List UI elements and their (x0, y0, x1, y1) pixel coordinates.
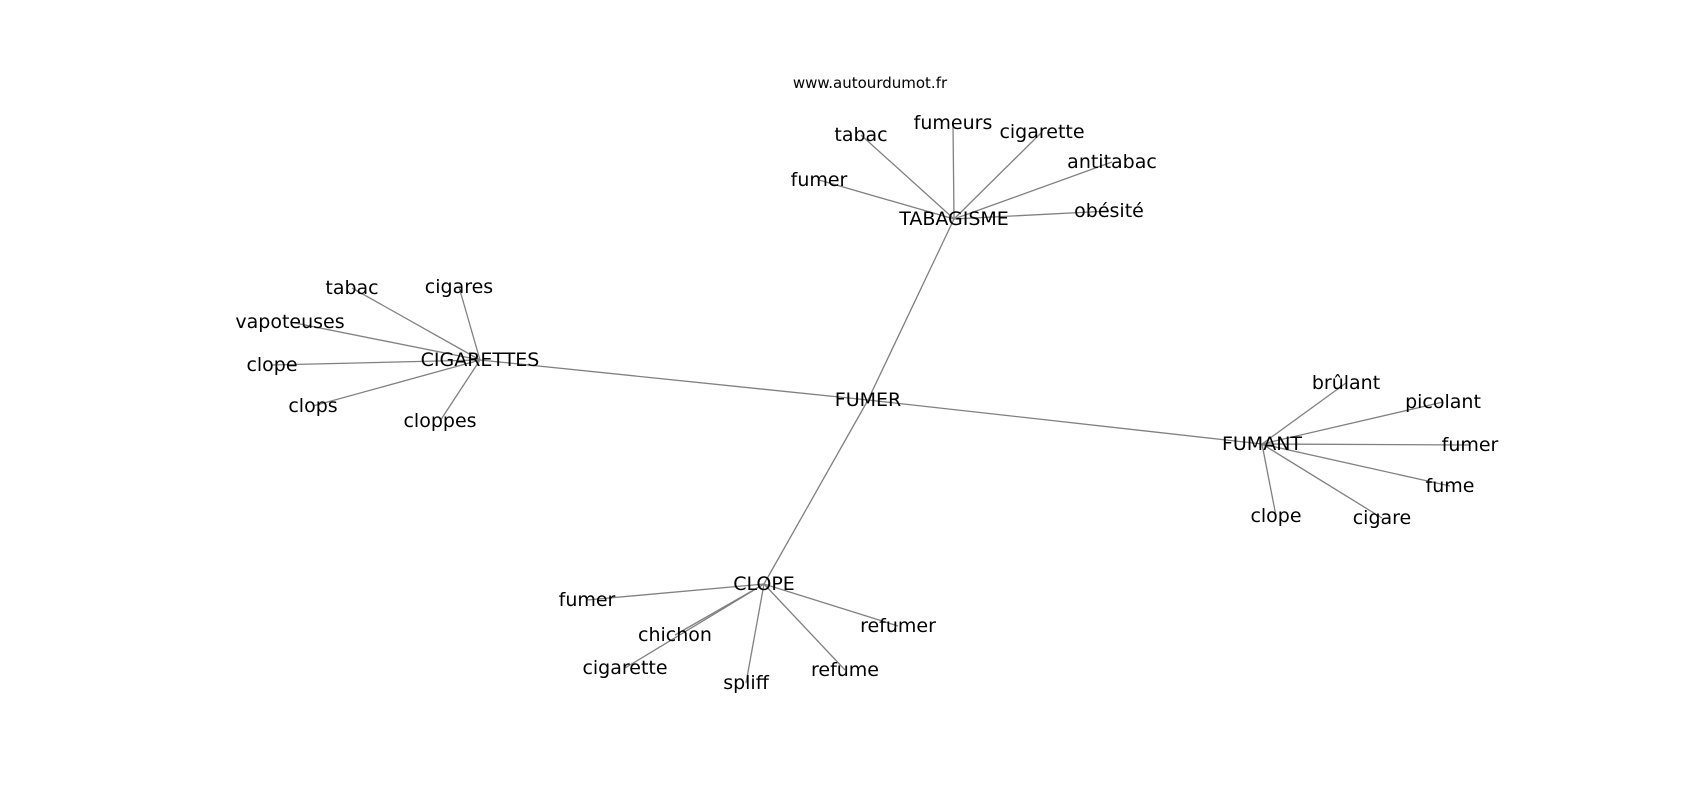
edges-layer (271, 122, 1471, 684)
node-fumant[interactable]: FUMANT (1222, 433, 1302, 455)
edge-cigarettes-c_cigares (458, 286, 481, 361)
node-cigarettes[interactable]: CIGARETTES (421, 349, 540, 371)
node-t-cigarette[interactable]: cigarette (999, 121, 1084, 143)
edge-clope_hub-l_cigarette (624, 583, 765, 669)
edge-center-clope_hub (763, 399, 869, 585)
site-url[interactable]: www.autourdumot.fr (793, 74, 948, 92)
edge-tabagisme-t_antitabac (953, 161, 1113, 220)
node-f-picolant[interactable]: picolant (1405, 391, 1481, 413)
edge-fumant-f_fume (1261, 443, 1451, 487)
edge-tabagisme-t_obesite (953, 210, 1110, 220)
edge-cigarettes-c_cloppes (439, 359, 481, 422)
edge-tabagisme-t_fumer (818, 179, 955, 220)
edge-clope_hub-l_refume (763, 583, 846, 671)
edge-tabagisme-t_fumeurs (952, 122, 955, 220)
node-l-refume[interactable]: refume (811, 659, 879, 681)
node-c-clops[interactable]: clops (288, 395, 337, 417)
edge-cigarettes-c_vapoteuses (289, 321, 481, 361)
edge-clope_hub-l_spliff (745, 583, 765, 684)
labels-layer: FUMER TABAGISME CIGARETTES FUMANT CLOPE tabac… (235, 112, 1498, 694)
edge-clope_hub-l_refumer (763, 583, 899, 627)
node-center[interactable]: FUMER (835, 389, 901, 411)
node-tabagisme[interactable]: TABAGISME (898, 208, 1009, 230)
node-f-fume[interactable]: fume (1426, 475, 1475, 497)
edge-tabagisme-t_tabac (860, 134, 955, 220)
edge-center-cigarettes (479, 359, 869, 401)
node-c-clope[interactable]: clope (246, 354, 297, 376)
node-f-fumer[interactable]: fumer (1442, 434, 1499, 456)
node-l-cigarette[interactable]: cigarette (582, 657, 667, 679)
node-c-cloppes[interactable]: cloppes (403, 410, 476, 432)
edge-fumant-f_cigare (1261, 443, 1383, 519)
edge-cigarettes-c_tabac (351, 287, 481, 361)
node-f-brulant[interactable]: brûlant (1312, 372, 1380, 394)
node-t-fumer[interactable]: fumer (791, 169, 848, 191)
node-t-tabac[interactable]: tabac (834, 124, 887, 146)
node-l-refumer[interactable]: refumer (860, 615, 936, 637)
edge-clope_hub-l_fumer (586, 583, 765, 601)
edge-fumant-f_picolant (1261, 401, 1444, 445)
node-t-obesite[interactable]: obésité (1074, 200, 1144, 222)
edge-center-fumant (867, 399, 1263, 445)
edge-center-tabagisme (867, 218, 955, 401)
node-t-fumeurs[interactable]: fumeurs (914, 112, 993, 134)
node-l-fumer[interactable]: fumer (559, 589, 616, 611)
edge-cigarettes-c_clope (271, 359, 481, 366)
node-f-clope[interactable]: clope (1250, 505, 1301, 527)
node-c-vapoteuses[interactable]: vapoteuses (235, 311, 344, 333)
edge-fumant-f_clope (1261, 443, 1277, 517)
edge-tabagisme-t_cigarette (953, 131, 1043, 220)
node-l-chichon[interactable]: chichon (638, 624, 712, 646)
node-c-cigares[interactable]: cigares (425, 276, 493, 298)
node-f-cigare[interactable]: cigare (1353, 507, 1412, 529)
node-c-tabac[interactable]: tabac (325, 277, 378, 299)
edge-fumant-f_fumer (1261, 443, 1471, 446)
edge-fumant-f_brulant (1261, 382, 1347, 445)
node-l-spliff[interactable]: spliff (723, 672, 770, 694)
node-clope-hub[interactable]: CLOPE (733, 573, 795, 595)
edge-cigarettes-c_clops (312, 359, 481, 407)
node-t-antitabac[interactable]: antitabac (1067, 151, 1157, 173)
